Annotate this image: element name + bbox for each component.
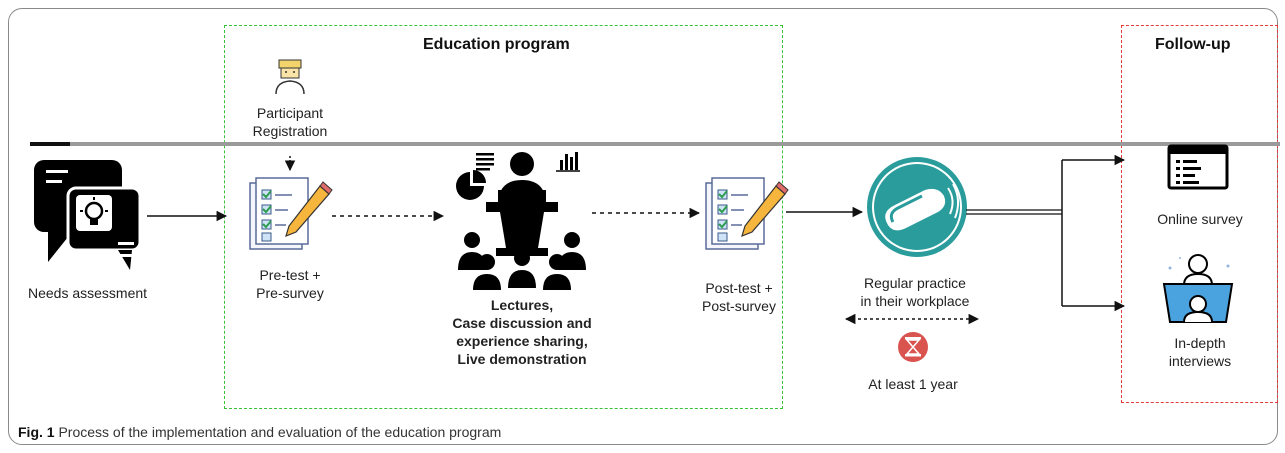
caption-text: Process of the implementation and evalua…	[54, 424, 502, 440]
lectures-line-4: Live demonstration	[457, 351, 587, 367]
practice-line-1: Regular practice	[864, 275, 966, 291]
person-icon	[275, 59, 305, 95]
checklist-pencil-icon-post	[705, 177, 789, 250]
interviews-line-1: In-depth	[1174, 335, 1226, 351]
figure-caption: Fig. 1 Process of the implementation and…	[18, 424, 501, 440]
registration-line-2: Registration	[252, 123, 328, 139]
practice-line-2: in their workplace	[860, 293, 970, 309]
survey-window-icon	[1167, 144, 1229, 190]
follow-up-box	[1121, 25, 1278, 403]
posttest-line-2: Post-survey	[702, 298, 776, 314]
pretest-label: Pre-test + Pre-survey	[250, 266, 330, 302]
lectures-line-1: Lectures,	[490, 297, 554, 313]
connector-practice-to-followup	[966, 154, 1126, 312]
duration-label: At least 1 year	[868, 376, 958, 392]
posttest-label: Post-test + Post-survey	[692, 279, 786, 315]
interviews-line-2: interviews	[1168, 353, 1232, 369]
practice-label: Regular practice in their workplace	[850, 274, 980, 310]
follow-up-title: Follow-up	[1155, 36, 1231, 53]
lecture-podium-icon	[456, 152, 586, 290]
posttest-line-1: Post-test +	[705, 280, 773, 296]
interviews-label: In-depth interviews	[1142, 334, 1258, 370]
checklist-pencil-icon	[249, 177, 333, 250]
needs-assessment-label: Needs assessment	[28, 285, 148, 301]
lectures-line-3: experience sharing,	[456, 333, 588, 349]
pretest-line-1: Pre-test +	[259, 267, 321, 283]
participant-registration-label: Participant Registration	[250, 104, 330, 140]
registration-line-1: Participant	[256, 105, 324, 121]
lightbulb-chat-icon	[34, 160, 142, 270]
interview-icon	[1162, 254, 1234, 323]
pretest-line-2: Pre-survey	[256, 285, 324, 301]
education-program-title: Education program	[423, 36, 570, 53]
ultrasound-probe-icon	[867, 157, 967, 257]
hourglass-icon	[898, 332, 928, 362]
lectures-line-2: Case discussion and	[452, 315, 592, 331]
online-survey-label: Online survey	[1157, 211, 1243, 227]
caption-label: Fig. 1	[18, 424, 55, 440]
lectures-label: Lectures, Case discussion and experience…	[432, 296, 612, 368]
